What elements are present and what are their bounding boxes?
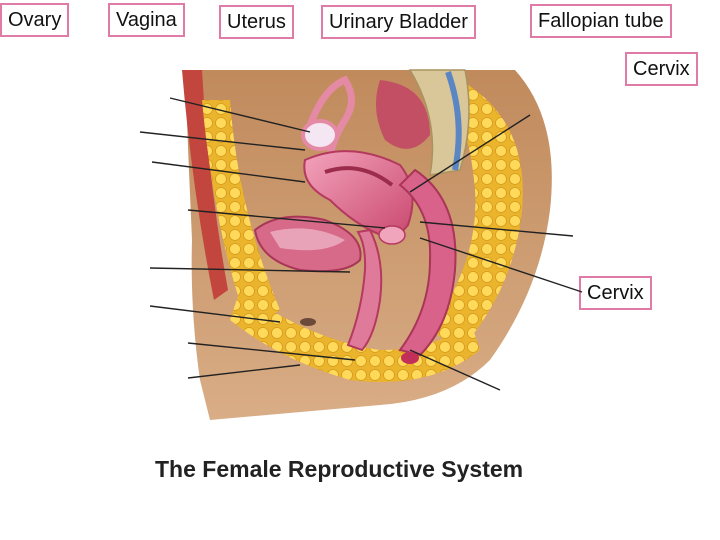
label-fallopian-tube[interactable]: Fallopian tube [530, 4, 672, 38]
figure-title: The Female Reproductive System [155, 456, 524, 482]
anal-opening [401, 352, 419, 364]
abdominal-muscle [182, 70, 228, 300]
label-urinary-bladder[interactable]: Urinary Bladder [321, 5, 476, 39]
label-ovary[interactable]: Ovary [0, 3, 70, 37]
leader-lines [139, 97, 583, 391]
urethral-opening [300, 318, 316, 326]
ovary-shape [301, 119, 339, 151]
bladder-cavity [270, 228, 345, 251]
label-cervix-top[interactable]: Cervix [625, 52, 698, 86]
female-reproductive-anatomy-illustration [139, 69, 583, 420]
spinal-canal [445, 70, 462, 171]
label-vagina[interactable]: Vagina [108, 3, 185, 37]
fat-posterior [430, 80, 523, 350]
cervix-shape [378, 225, 406, 245]
label-uterus[interactable]: Uterus [219, 5, 294, 39]
uterus-shape [303, 150, 414, 242]
vagina-shape [346, 228, 383, 352]
uterine-cavity [324, 166, 394, 187]
label-cervix-right[interactable]: Cervix [579, 276, 652, 310]
intestine [376, 80, 430, 149]
